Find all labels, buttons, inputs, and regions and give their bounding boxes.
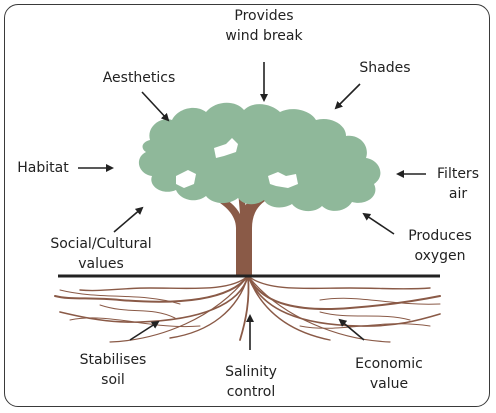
arrow-aesthetics: [141, 91, 170, 122]
tree-foliage: [138, 102, 381, 212]
arrow-shades: [334, 83, 361, 110]
label-habitat: Habitat: [17, 160, 69, 176]
arrows: [78, 62, 426, 350]
arrow-produces-oxygen: [362, 212, 395, 235]
label-shades: Shades: [359, 60, 411, 76]
arrow-social-cultural: [113, 206, 144, 233]
arrow-stabilises-soil: [129, 320, 160, 341]
arrow-economic-value: [338, 318, 365, 341]
roots: [54, 275, 441, 343]
label-aesthetics: Aesthetics: [102, 70, 176, 86]
